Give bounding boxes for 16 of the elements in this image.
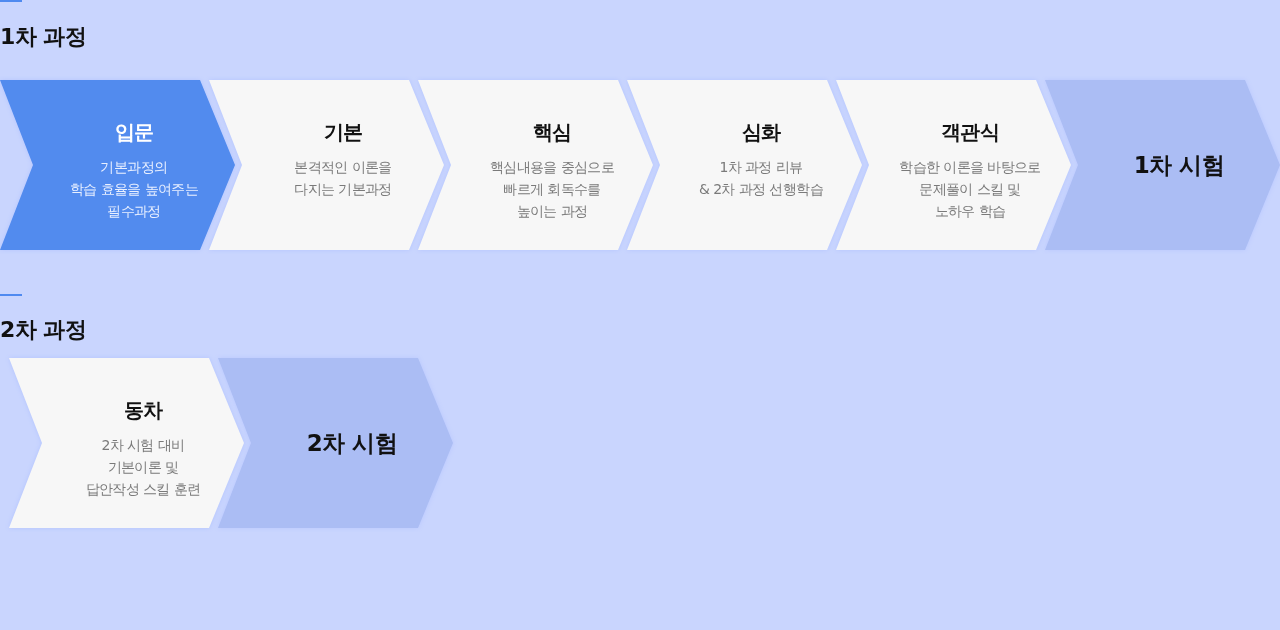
step-description: 학습한 이론을 바탕으로 문제풀이 스킬 및 노하우 학습 [899,158,1041,221]
step-description: 1차 과정 리뷰 & 2차 과정 선행학습 [698,158,823,199]
step-description: 2차 시험 대비 기본이론 및 답안작성 스킬 훈련 [85,436,201,499]
step-description: 본격적인 이론을 다지는 기본과정 [294,158,392,199]
step-title: 기본 [323,119,363,146]
step-title: 입문 [114,119,154,146]
step-description: 핵심내용을 중심으로 빠르게 회독수를 높이는 과정 [489,158,615,221]
step-title: 객관식 [940,119,1000,146]
step-title: 1차 시험 [1133,151,1225,180]
section-heading: 1차 과정 [0,23,87,51]
step-title: 2차 시험 [306,429,398,458]
step-title: 심화 [741,119,781,146]
step-title: 핵심 [532,119,572,146]
step-description: 기본과정의 학습 효율을 높여주는 필수과정 [69,158,199,221]
step-title: 동차 [123,397,163,424]
section-heading: 2차 과정 [0,316,87,344]
